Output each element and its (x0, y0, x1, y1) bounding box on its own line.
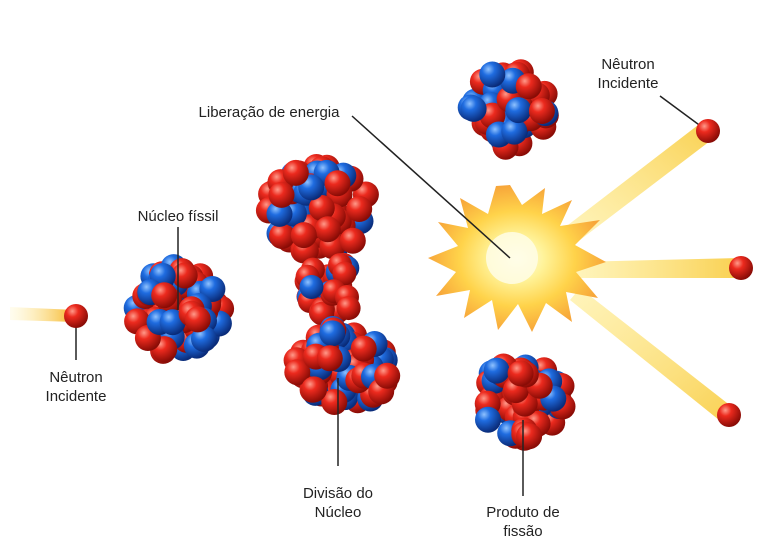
neutron-sphere (319, 320, 346, 347)
incoming-beam (10, 307, 76, 322)
splitting-nucleus-bottom (283, 316, 401, 415)
proton-sphere (324, 170, 351, 197)
emitted-neutron-particle-top (696, 119, 720, 143)
proton-sphere (316, 345, 343, 372)
leader-line-energy (351, 115, 511, 259)
proton-sphere (336, 296, 361, 321)
proton-sphere (346, 196, 373, 222)
proton-sphere (308, 195, 335, 221)
emitted-neutron-particle-bottom (717, 403, 741, 427)
label-nucleus-division: Divisão do Núcleo (286, 484, 390, 522)
neutron-sphere (299, 275, 324, 299)
fission-product-bottom (474, 353, 576, 451)
neutron-sphere (191, 325, 217, 352)
neutron-sphere (501, 118, 528, 145)
fission-product-top (457, 59, 559, 160)
label-line: Núcleo físsil (137, 208, 219, 225)
label-fissile-nucleus: Núcleo físsil (118, 207, 238, 226)
proton-sphere (284, 359, 311, 386)
outgoing-beam-top (568, 122, 714, 240)
label-energy-release: Liberação de energia (186, 103, 352, 122)
proton-sphere (350, 335, 377, 362)
neutron-sphere (505, 97, 532, 124)
label-incident-neutron-left: Nêutron Incidente (28, 368, 124, 406)
label-line: Núcleo (314, 504, 362, 521)
proton-sphere (184, 306, 211, 333)
label-line: fissão (503, 523, 543, 540)
splitting-nucleus-top (255, 154, 379, 264)
proton-sphere (515, 73, 542, 100)
proton-sphere (301, 376, 327, 403)
outgoing-beam-bottom (570, 288, 736, 424)
neutron-sphere (266, 200, 293, 227)
proton-sphere (290, 222, 317, 249)
outgoing-beam-middle (575, 258, 740, 278)
proton-sphere (374, 362, 401, 389)
label-line: Nêutron (49, 369, 103, 386)
neutron-sphere (483, 357, 510, 384)
label-line: Incidente (45, 388, 107, 405)
incident-neutron-particle (64, 304, 88, 328)
label-line: Liberação de energia (198, 104, 340, 121)
fissile-nucleus (123, 254, 235, 364)
nuclei-layer (123, 59, 576, 451)
proton-sphere (268, 181, 295, 208)
proton-sphere (282, 159, 309, 186)
label-line: Divisão do (302, 485, 374, 502)
neutron-sphere (460, 95, 487, 122)
proton-sphere (321, 389, 348, 415)
proton-sphere (339, 227, 366, 254)
energy-burst-core (486, 232, 538, 284)
proton-sphere (314, 216, 341, 243)
label-fission-product: Produto de fissão (470, 503, 576, 541)
proton-sphere (516, 423, 543, 450)
label-line: Nêutron (601, 56, 655, 73)
label-incident-neutron-right: Nêutron Incidente (580, 55, 676, 93)
splitting-nucleus-neck (294, 252, 361, 326)
label-line: Incidente (597, 75, 659, 92)
proton-sphere (151, 282, 178, 309)
label-line: Produto de (486, 504, 560, 521)
proton-sphere (507, 360, 534, 387)
emitted-neutron-particle-middle (729, 256, 753, 280)
proton-sphere (332, 261, 357, 286)
proton-sphere (269, 223, 295, 249)
neutron-sphere (479, 61, 506, 88)
neutron-sphere (475, 406, 501, 433)
proton-sphere (528, 98, 555, 124)
